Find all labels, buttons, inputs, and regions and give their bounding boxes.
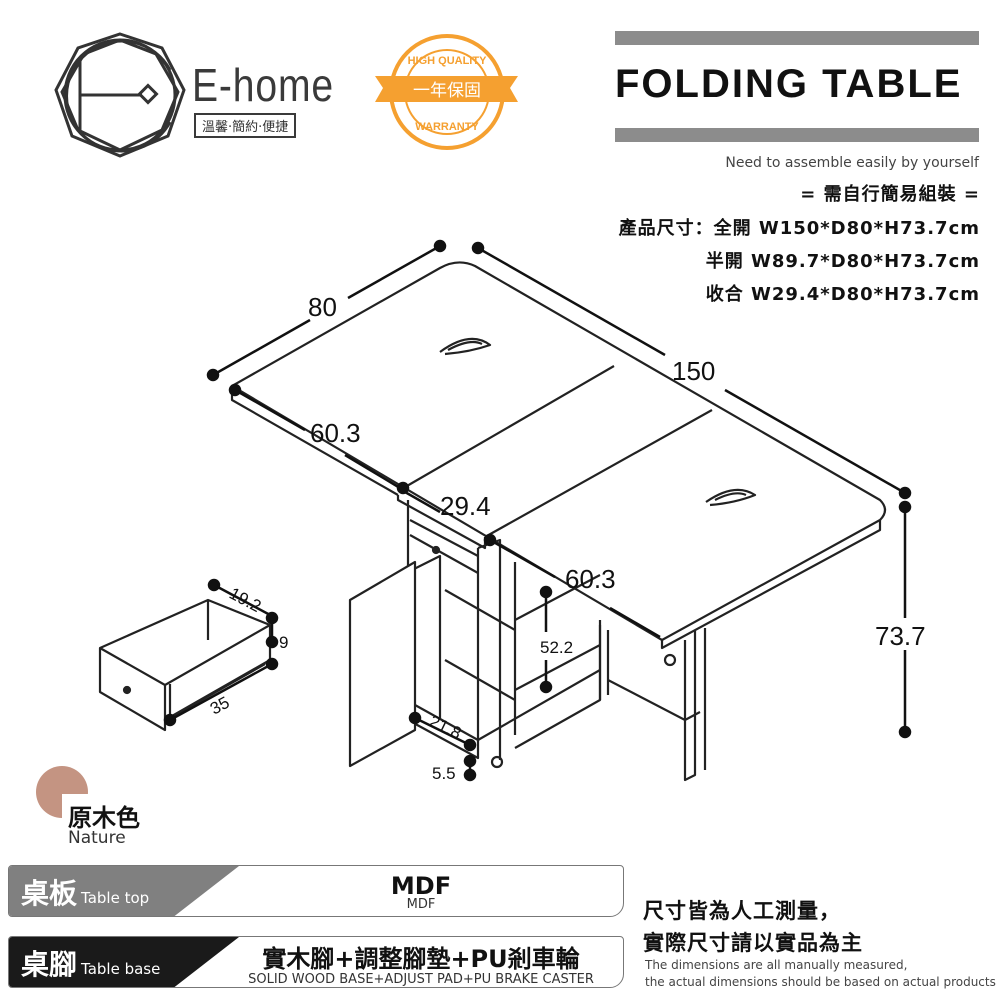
material-label-en: Table top xyxy=(81,889,150,907)
title-bar-bottom xyxy=(615,128,979,142)
dim-shelf: 52.2 xyxy=(540,638,573,657)
dim-leaf-left: 60.3 xyxy=(310,418,361,448)
note-line-1: 尺寸皆為人工測量， xyxy=(643,899,841,923)
material-label-en: Table base xyxy=(81,960,161,978)
material-label-zh: 桌腳 xyxy=(21,948,78,981)
size-half: 半開 W89.7*D80*H73.7cm xyxy=(705,251,980,272)
note-en-1: The dimensions are all manually measured… xyxy=(645,958,908,972)
title-bar-top xyxy=(615,31,979,45)
dim-caster: 5.5 xyxy=(432,764,456,783)
assemble-note-en: Need to assemble easily by yourself xyxy=(725,155,979,171)
color-name-en: Nature xyxy=(68,828,126,848)
note-en-2: the actual dimensions should be based on… xyxy=(645,975,996,989)
dim-drawer-height: 9 xyxy=(279,633,288,652)
brand-name: E-home xyxy=(192,59,335,111)
brand-logo-icon xyxy=(54,32,186,158)
note-line-2: 實際尺寸請以實品為主 xyxy=(643,931,863,955)
size-full: 產品尺寸：全開 W150*D80*H73.7cm xyxy=(618,218,980,239)
dim-middle: 29.4 xyxy=(440,491,491,521)
badge-top-text: HIGH QUALITY xyxy=(408,55,487,67)
material-label-zh: 桌板 xyxy=(21,877,78,910)
dim-drawer-width: 19.2 xyxy=(226,584,264,616)
dim-depth: 80 xyxy=(308,292,337,322)
warranty-badge: HIGH QUALITY WARRANTY 一年保固 xyxy=(375,34,518,150)
page-title: FOLDING TABLE xyxy=(615,62,963,106)
assemble-note-zh: = 需自行簡易組裝 = xyxy=(800,184,980,205)
color-name-zh: 原木色 xyxy=(68,804,140,832)
brand-slogan: 溫馨·簡約·便捷 xyxy=(194,113,297,138)
material-value: MDF xyxy=(390,872,452,900)
badge-bottom-text: WARRANTY xyxy=(415,121,479,133)
material-value-en: SOLID WOOD BASE+ADJUST PAD+PU BRAKE CAST… xyxy=(248,972,594,987)
dim-height: 73.7 xyxy=(875,621,926,651)
swatch-mask xyxy=(62,794,102,834)
dim-leaf-right: 60.3 xyxy=(565,564,616,594)
badge-ribbon-text: 一年保固 xyxy=(413,81,481,100)
dim-width: 150 xyxy=(672,356,715,386)
table-diagram: 80 150 60.3 29.4 60.3 73.7 52.2 19.2 9 3… xyxy=(98,239,926,783)
material-value: 實木腳+調整腳墊+PU剎車輪 xyxy=(262,945,580,973)
size-folded: 收合 W29.4*D80*H73.7cm xyxy=(705,284,980,305)
material-value-en: MDF xyxy=(406,897,436,912)
